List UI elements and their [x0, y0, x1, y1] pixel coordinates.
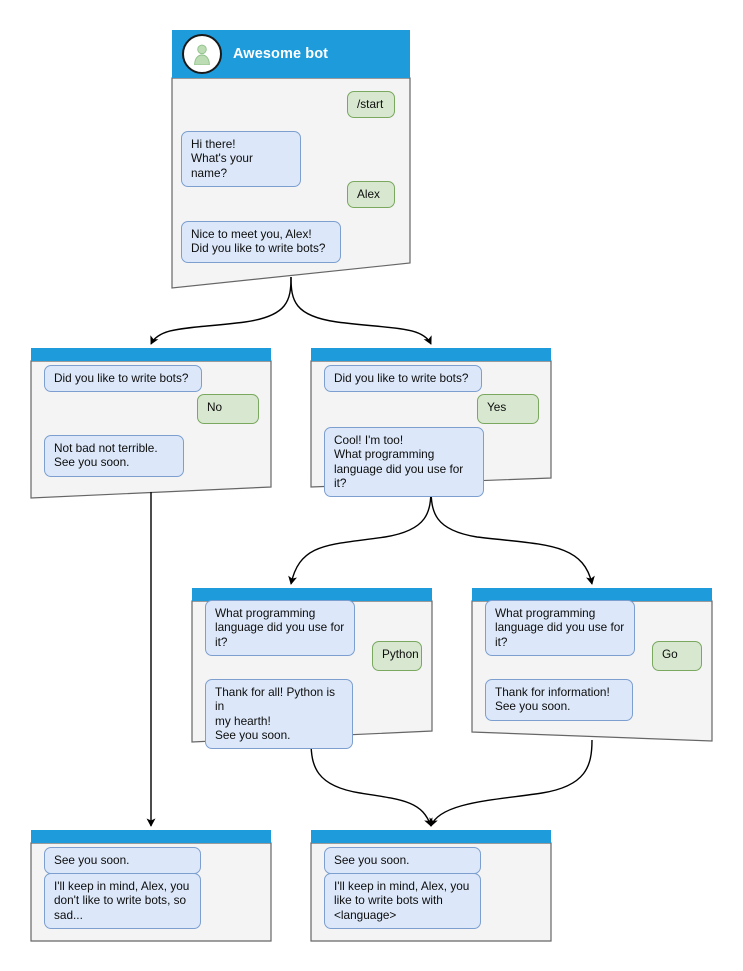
window-titlebar-branch-python[interactable] [192, 588, 432, 601]
message-bubble-bot[interactable]: What programming language did you use fo… [205, 600, 355, 656]
window-titlebar-end-yes[interactable] [311, 830, 551, 843]
message-bubble-user[interactable]: Python [372, 641, 422, 671]
message-bubble-user[interactable]: Go [652, 641, 702, 671]
message-bubble-bot[interactable]: Did you like to write bots? [44, 365, 202, 393]
chat-area-branch-no: Did you like to write bots? No Not bad n… [31, 361, 271, 498]
person-avatar-icon [182, 34, 222, 74]
window-titlebar-branch-go[interactable] [472, 588, 712, 601]
message-bubble-bot[interactable]: Thank for information! See you soon. [485, 679, 633, 721]
message-bubble-bot[interactable]: See you soon. [324, 847, 481, 875]
chat-area-branch-python: What programming language did you use fo… [192, 600, 432, 750]
chat-area-end-no: See you soon. I'll keep in mind, Alex, y… [31, 843, 271, 941]
window-title-awesome-bot: Awesome bot [233, 46, 329, 62]
message-bubble-bot[interactable]: I'll keep in mind, Alex, you don't like … [44, 873, 201, 929]
chat-area-branch-yes: Did you like to write bots? Yes Cool! I'… [311, 361, 551, 498]
message-bubble-bot[interactable]: Hi there! What's your name? [181, 131, 301, 187]
message-bubble-user[interactable]: /start [347, 91, 395, 119]
connector-yes-to-python [288, 486, 432, 585]
message-bubble-bot[interactable]: Cool! I'm too! What programming language… [324, 427, 484, 498]
message-bubble-bot[interactable]: I'll keep in mind, Alex, you like to wri… [324, 873, 481, 929]
connector-go-to-end-yes [429, 739, 593, 827]
message-bubble-bot[interactable]: Not bad not terrible. See you soon. [44, 435, 184, 477]
message-bubble-bot[interactable]: Thank for all! Python is in my hearth! S… [205, 679, 353, 750]
window-titlebar-end-no[interactable] [31, 830, 271, 843]
message-bubble-user[interactable]: No [197, 394, 259, 424]
message-bubble-user[interactable]: Yes [477, 394, 539, 424]
chat-area-branch-go: What programming language did you use fo… [472, 600, 712, 741]
message-bubble-user[interactable]: Alex [347, 181, 395, 209]
message-bubble-bot[interactable]: What programming language did you use fo… [485, 600, 635, 656]
window-titlebar-branch-yes[interactable] [311, 348, 551, 361]
message-bubble-bot[interactable]: See you soon. [44, 847, 201, 875]
connector-python-to-end-yes [310, 740, 433, 827]
chat-area-end-yes: See you soon. I'll keep in mind, Alex, y… [311, 843, 551, 941]
window-titlebar-awesome-bot[interactable]: Awesome bot [172, 30, 410, 78]
connector-yes-to-go [430, 486, 595, 585]
message-bubble-bot[interactable]: Nice to meet you, Alex! Did you like to … [181, 221, 341, 263]
window-titlebar-branch-no[interactable] [31, 348, 271, 361]
message-bubble-bot[interactable]: Did you like to write bots? [324, 365, 482, 393]
chat-area-awesome-bot: /start Hi there! What's your name? Alex … [172, 78, 410, 288]
